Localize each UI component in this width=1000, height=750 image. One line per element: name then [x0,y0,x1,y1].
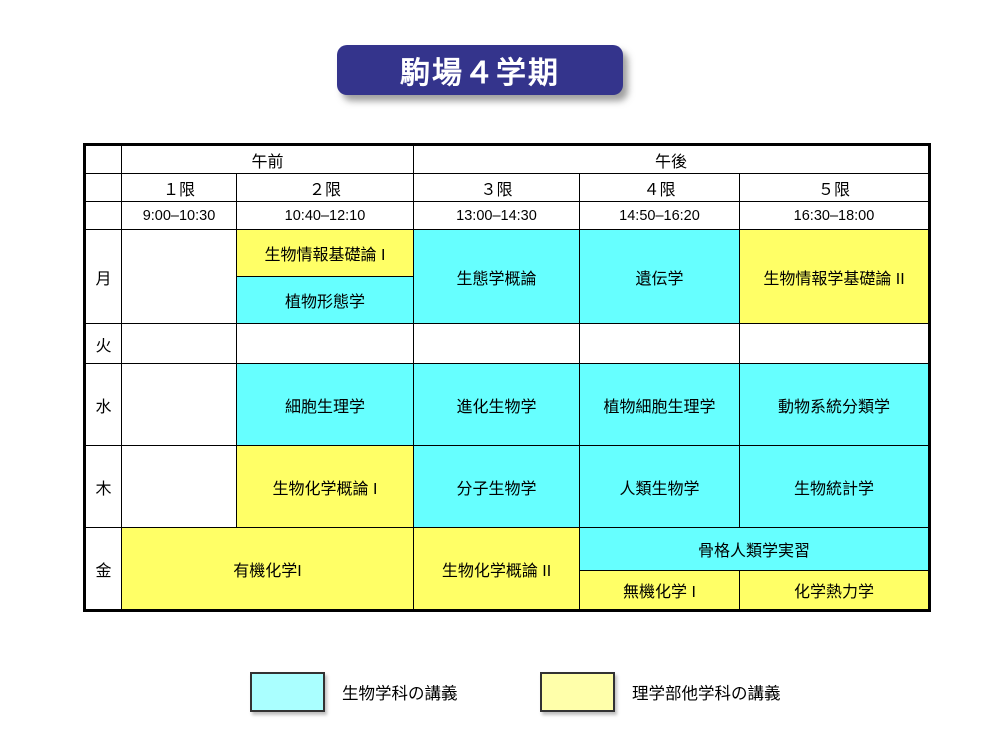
corner-cell [84,201,122,230]
other-departments-color-swatch [540,672,615,712]
cell-fri-p3: 生物化学概論 II [413,527,580,611]
cell-thu-p5: 生物統計学 [739,445,930,528]
header-time-5: 16:30–18:00 [739,201,930,230]
header-row-groups: 午前 午後 [84,144,930,174]
header-time-1: 9:00–10:30 [121,201,237,230]
day-label-wednesday: 水 [84,363,122,446]
cell-wed-p2: 細胞生理学 [236,363,414,446]
legend-item-other-departments: 理学部他学科の講義 [540,672,781,712]
cell-mon-p2-second-half: 植物形態学 [236,276,414,324]
header-row-times: 9:00–10:30 10:40–12:10 13:00–14:30 14:50… [84,201,930,230]
cell-wed-p5: 動物系統分類学 [739,363,930,446]
legend-item-biology: 生物学科の講義 [250,672,458,712]
legend-label-other-departments: 理学部他学科の講義 [632,685,781,703]
corner-cell [84,173,122,202]
cell-thu-p1-empty [121,445,237,528]
row-wednesday: 水 細胞生理学 進化生物学 植物細胞生理学 動物系統分類学 [84,363,930,446]
row-monday: 月 生物情報基礎論 I 生態学概論 遺伝学 生物情報学基礎論 II [84,229,930,324]
cell-tue-p1-empty [121,323,237,364]
cell-tue-p3-empty [413,323,580,364]
header-afternoon: 午後 [413,144,930,174]
day-label-thursday: 木 [84,445,122,528]
cell-wed-p1-empty [121,363,237,446]
row-thursday: 木 生物化学概論 I 分子生物学 人類生物学 生物統計学 [84,445,930,528]
cell-mon-p2-first-half: 生物情報基礎論 I [236,229,414,277]
day-label-tuesday: 火 [84,323,122,364]
cell-wed-p4: 植物細胞生理学 [579,363,740,446]
cell-tue-p4-empty [579,323,740,364]
row-friday: 金 有機化学I 生物化学概論 II 骨格人類学実習 [84,527,930,611]
title-banner: 駒場４学期 [337,45,623,95]
cell-wed-p3: 進化生物学 [413,363,580,446]
header-period-3: ３限 [413,173,580,202]
cell-tue-p5-empty [739,323,930,364]
header-time-3: 13:00–14:30 [413,201,580,230]
header-morning: 午前 [121,144,414,174]
corner-cell [84,144,122,174]
cell-mon-p5: 生物情報学基礎論 II [739,229,930,324]
cell-fri-p4-p5-first-half: 骨格人類学実習 [579,527,930,571]
cell-mon-p1-empty [121,229,237,324]
day-label-monday: 月 [84,229,122,324]
header-period-4: ４限 [579,173,740,202]
header-period-1: １限 [121,173,237,202]
row-monday-second-half: 植物形態学 [85,276,930,324]
header-time-2: 10:40–12:10 [236,201,414,230]
biology-color-swatch [250,672,325,712]
cell-fri-p1-p2: 有機化学I [121,527,414,611]
timetable: 午前 午後 １限 ２限 ３限 ４限 ５限 9:00–10:30 10:40–12… [83,143,931,612]
cell-fri-p4-second-half: 無機化学 I [579,570,740,611]
cell-tue-p2-empty [236,323,414,364]
page-title: 駒場４学期 [400,57,560,90]
cell-thu-p3: 分子生物学 [413,445,580,528]
header-time-4: 14:50–16:20 [579,201,740,230]
day-label-friday: 金 [84,527,122,611]
cell-thu-p2: 生物化学概論 I [236,445,414,528]
header-row-periods: １限 ２限 ３限 ４限 ５限 [84,173,930,202]
header-period-5: ５限 [739,173,930,202]
cell-thu-p4: 人類生物学 [579,445,740,528]
row-tuesday: 火 [84,323,930,364]
header-period-2: ２限 [236,173,414,202]
legend-label-biology: 生物学科の講義 [342,685,458,703]
cell-mon-p4: 遺伝学 [579,229,740,324]
cell-mon-p3: 生態学概論 [413,229,580,324]
row-friday-second-half: 無機化学 I 化学熱力学 [85,570,930,611]
cell-fri-p5-second-half: 化学熱力学 [739,570,930,611]
